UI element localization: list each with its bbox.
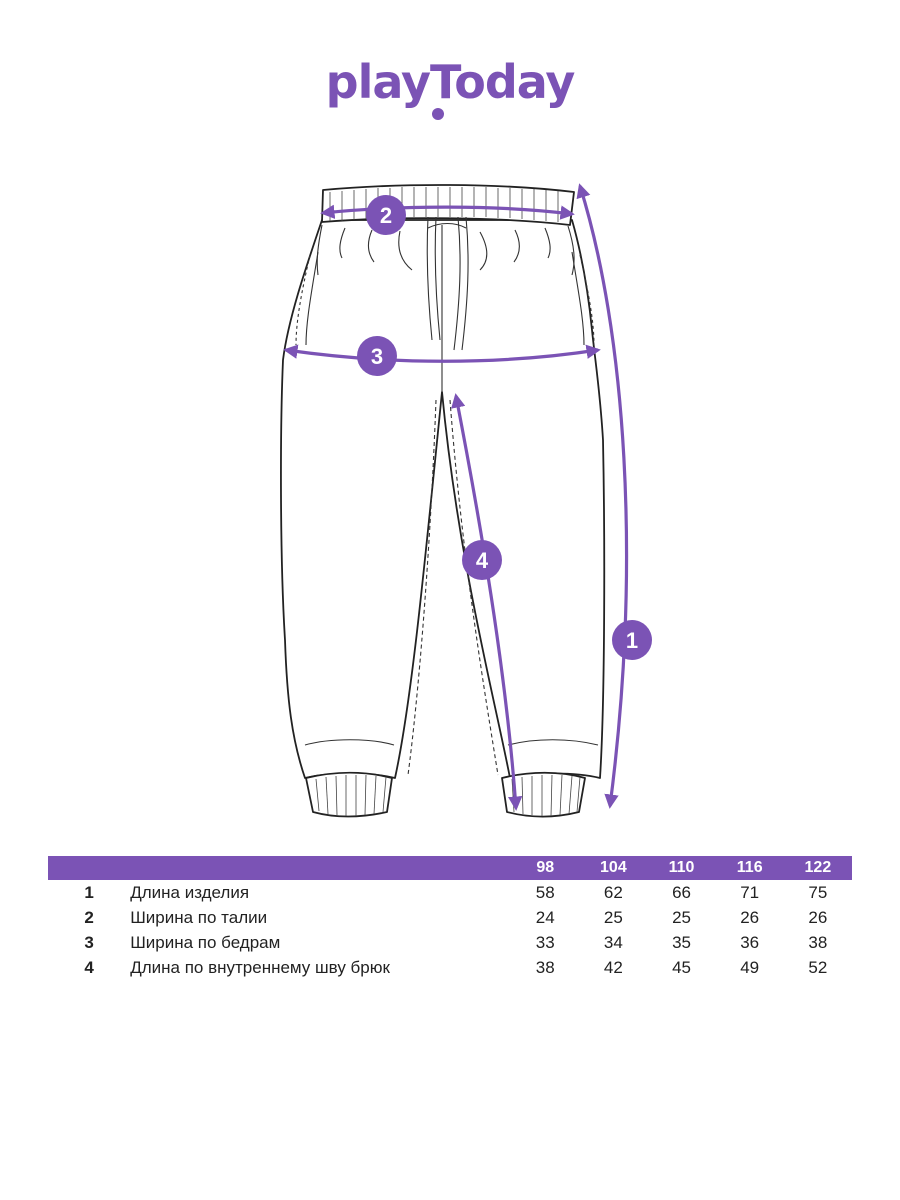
table-row: 1 Длина изделия 58 62 66 71 75 (48, 880, 852, 905)
row-value: 26 (808, 907, 828, 927)
marker-2: 2 (366, 195, 406, 235)
size-header: 116 (736, 859, 763, 876)
marker-1: 1 (612, 620, 652, 660)
arrow-inseam-length (451, 393, 523, 811)
row-value: 75 (808, 882, 828, 902)
pants-body (280, 219, 606, 779)
svg-text:1: 1 (626, 628, 638, 653)
row-value: 62 (603, 882, 623, 902)
row-label: Длина изделия (130, 882, 250, 902)
row-label: Ширина по бедрам (130, 932, 281, 952)
svg-text:3: 3 (371, 344, 383, 369)
arrow-hip-width (283, 344, 601, 363)
row-number: 2 (84, 907, 94, 927)
pants-diagram: 2 3 4 1 (280, 183, 652, 818)
row-value: 33 (535, 932, 555, 952)
row-value: 49 (740, 957, 760, 977)
row-number: 3 (84, 932, 94, 952)
row-value: 52 (808, 957, 828, 977)
row-value: 36 (740, 932, 760, 952)
header-empty-num (48, 856, 130, 880)
size-header-row: 98 104 110 116 122 (48, 856, 852, 880)
table-row: 4 Длина по внутреннему шву брюк 38 42 45… (48, 955, 852, 980)
row-number: 4 (84, 957, 94, 977)
size-header: 98 (536, 859, 555, 876)
arrow-waist-width (320, 204, 575, 220)
size-header: 122 (804, 859, 832, 876)
row-value: 38 (808, 932, 828, 952)
svg-text:4: 4 (476, 548, 489, 573)
table-row: 3 Ширина по бедрам 33 34 35 36 38 (48, 930, 852, 955)
size-header: 110 (668, 859, 695, 876)
brand-logo: playToday (325, 55, 576, 109)
marker-4: 4 (462, 540, 502, 580)
row-value: 34 (603, 932, 623, 952)
measurement-arrows (283, 183, 629, 811)
arrow-total-length (576, 183, 629, 809)
size-table: 98 104 110 116 122 1 Длина изделия 58 62… (48, 856, 852, 980)
size-header: 104 (600, 859, 627, 876)
row-label: Ширина по талии (130, 907, 268, 927)
pants-outline (280, 184, 606, 818)
row-value: 42 (603, 957, 623, 977)
row-value: 35 (672, 932, 691, 952)
row-value: 25 (603, 907, 623, 927)
marker-3: 3 (357, 336, 397, 376)
svg-text:2: 2 (380, 203, 392, 228)
row-value: 71 (740, 882, 760, 902)
row-value: 45 (672, 957, 691, 977)
row-number: 1 (84, 882, 94, 902)
row-label: Длина по внутреннему шву брюк (130, 957, 390, 977)
row-value: 58 (535, 882, 555, 902)
waistband (321, 184, 575, 226)
logo-dot (432, 108, 444, 120)
table-row: 2 Ширина по талии 24 25 25 26 26 (48, 905, 852, 930)
row-value: 66 (672, 882, 691, 902)
header-empty-label (130, 856, 511, 880)
row-value: 25 (672, 907, 691, 927)
row-value: 24 (535, 907, 555, 927)
row-value: 26 (740, 907, 760, 927)
row-value: 38 (535, 957, 555, 977)
